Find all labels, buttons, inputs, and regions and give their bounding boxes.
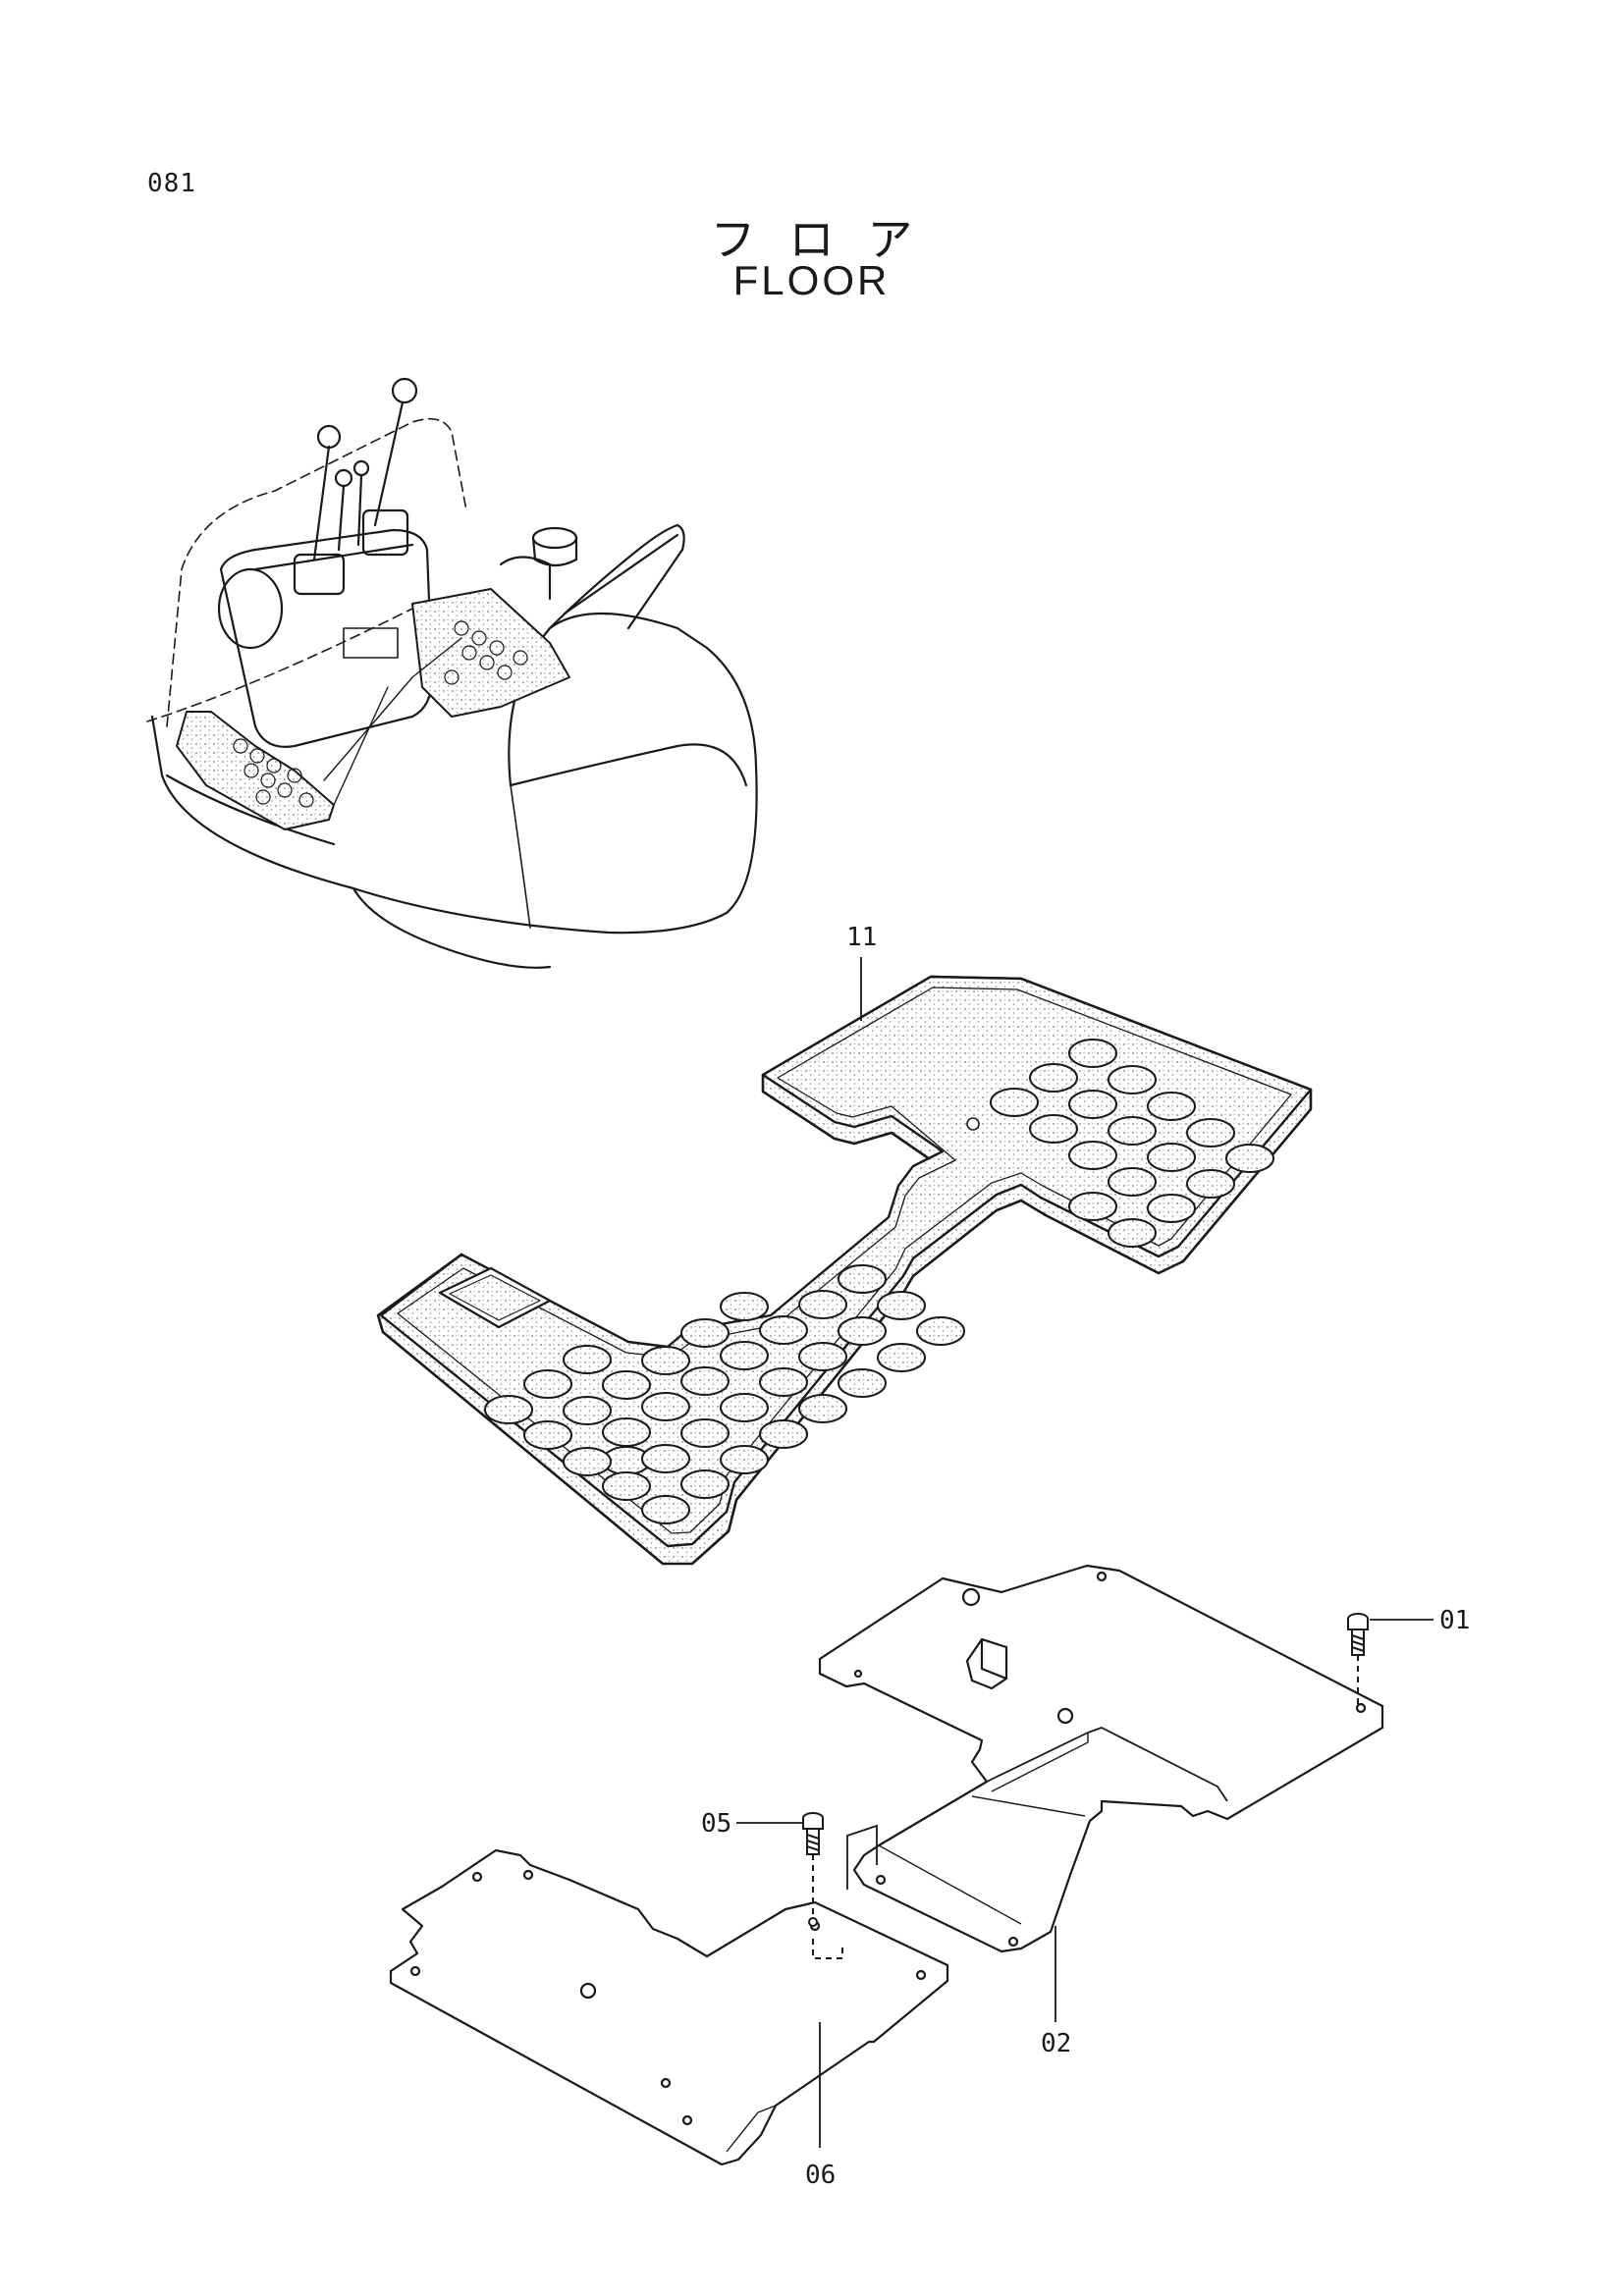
screw-part-01: [1347, 1613, 1369, 1708]
floor-mat-part-11: [376, 975, 1313, 1566]
callout-part-05: 05: [701, 1809, 731, 1839]
page-title-english: FLOOR: [732, 257, 891, 303]
page-number: 081: [147, 169, 196, 198]
callout-part-06: 06: [805, 2161, 836, 2190]
page-title-japanese: フロア: [710, 213, 947, 266]
assembly-guide-lines: [846, 1824, 878, 1890]
screw-part-05: [802, 1812, 843, 1959]
machine-overview: [146, 377, 758, 969]
floor-plate-part-06: [389, 1848, 949, 2166]
callout-part-01: 01: [1439, 1606, 1470, 1635]
callout-part-02: 02: [1041, 2029, 1071, 2058]
callout-part-11: 11: [846, 923, 877, 952]
floor-plate-part-02: [818, 1564, 1384, 1953]
